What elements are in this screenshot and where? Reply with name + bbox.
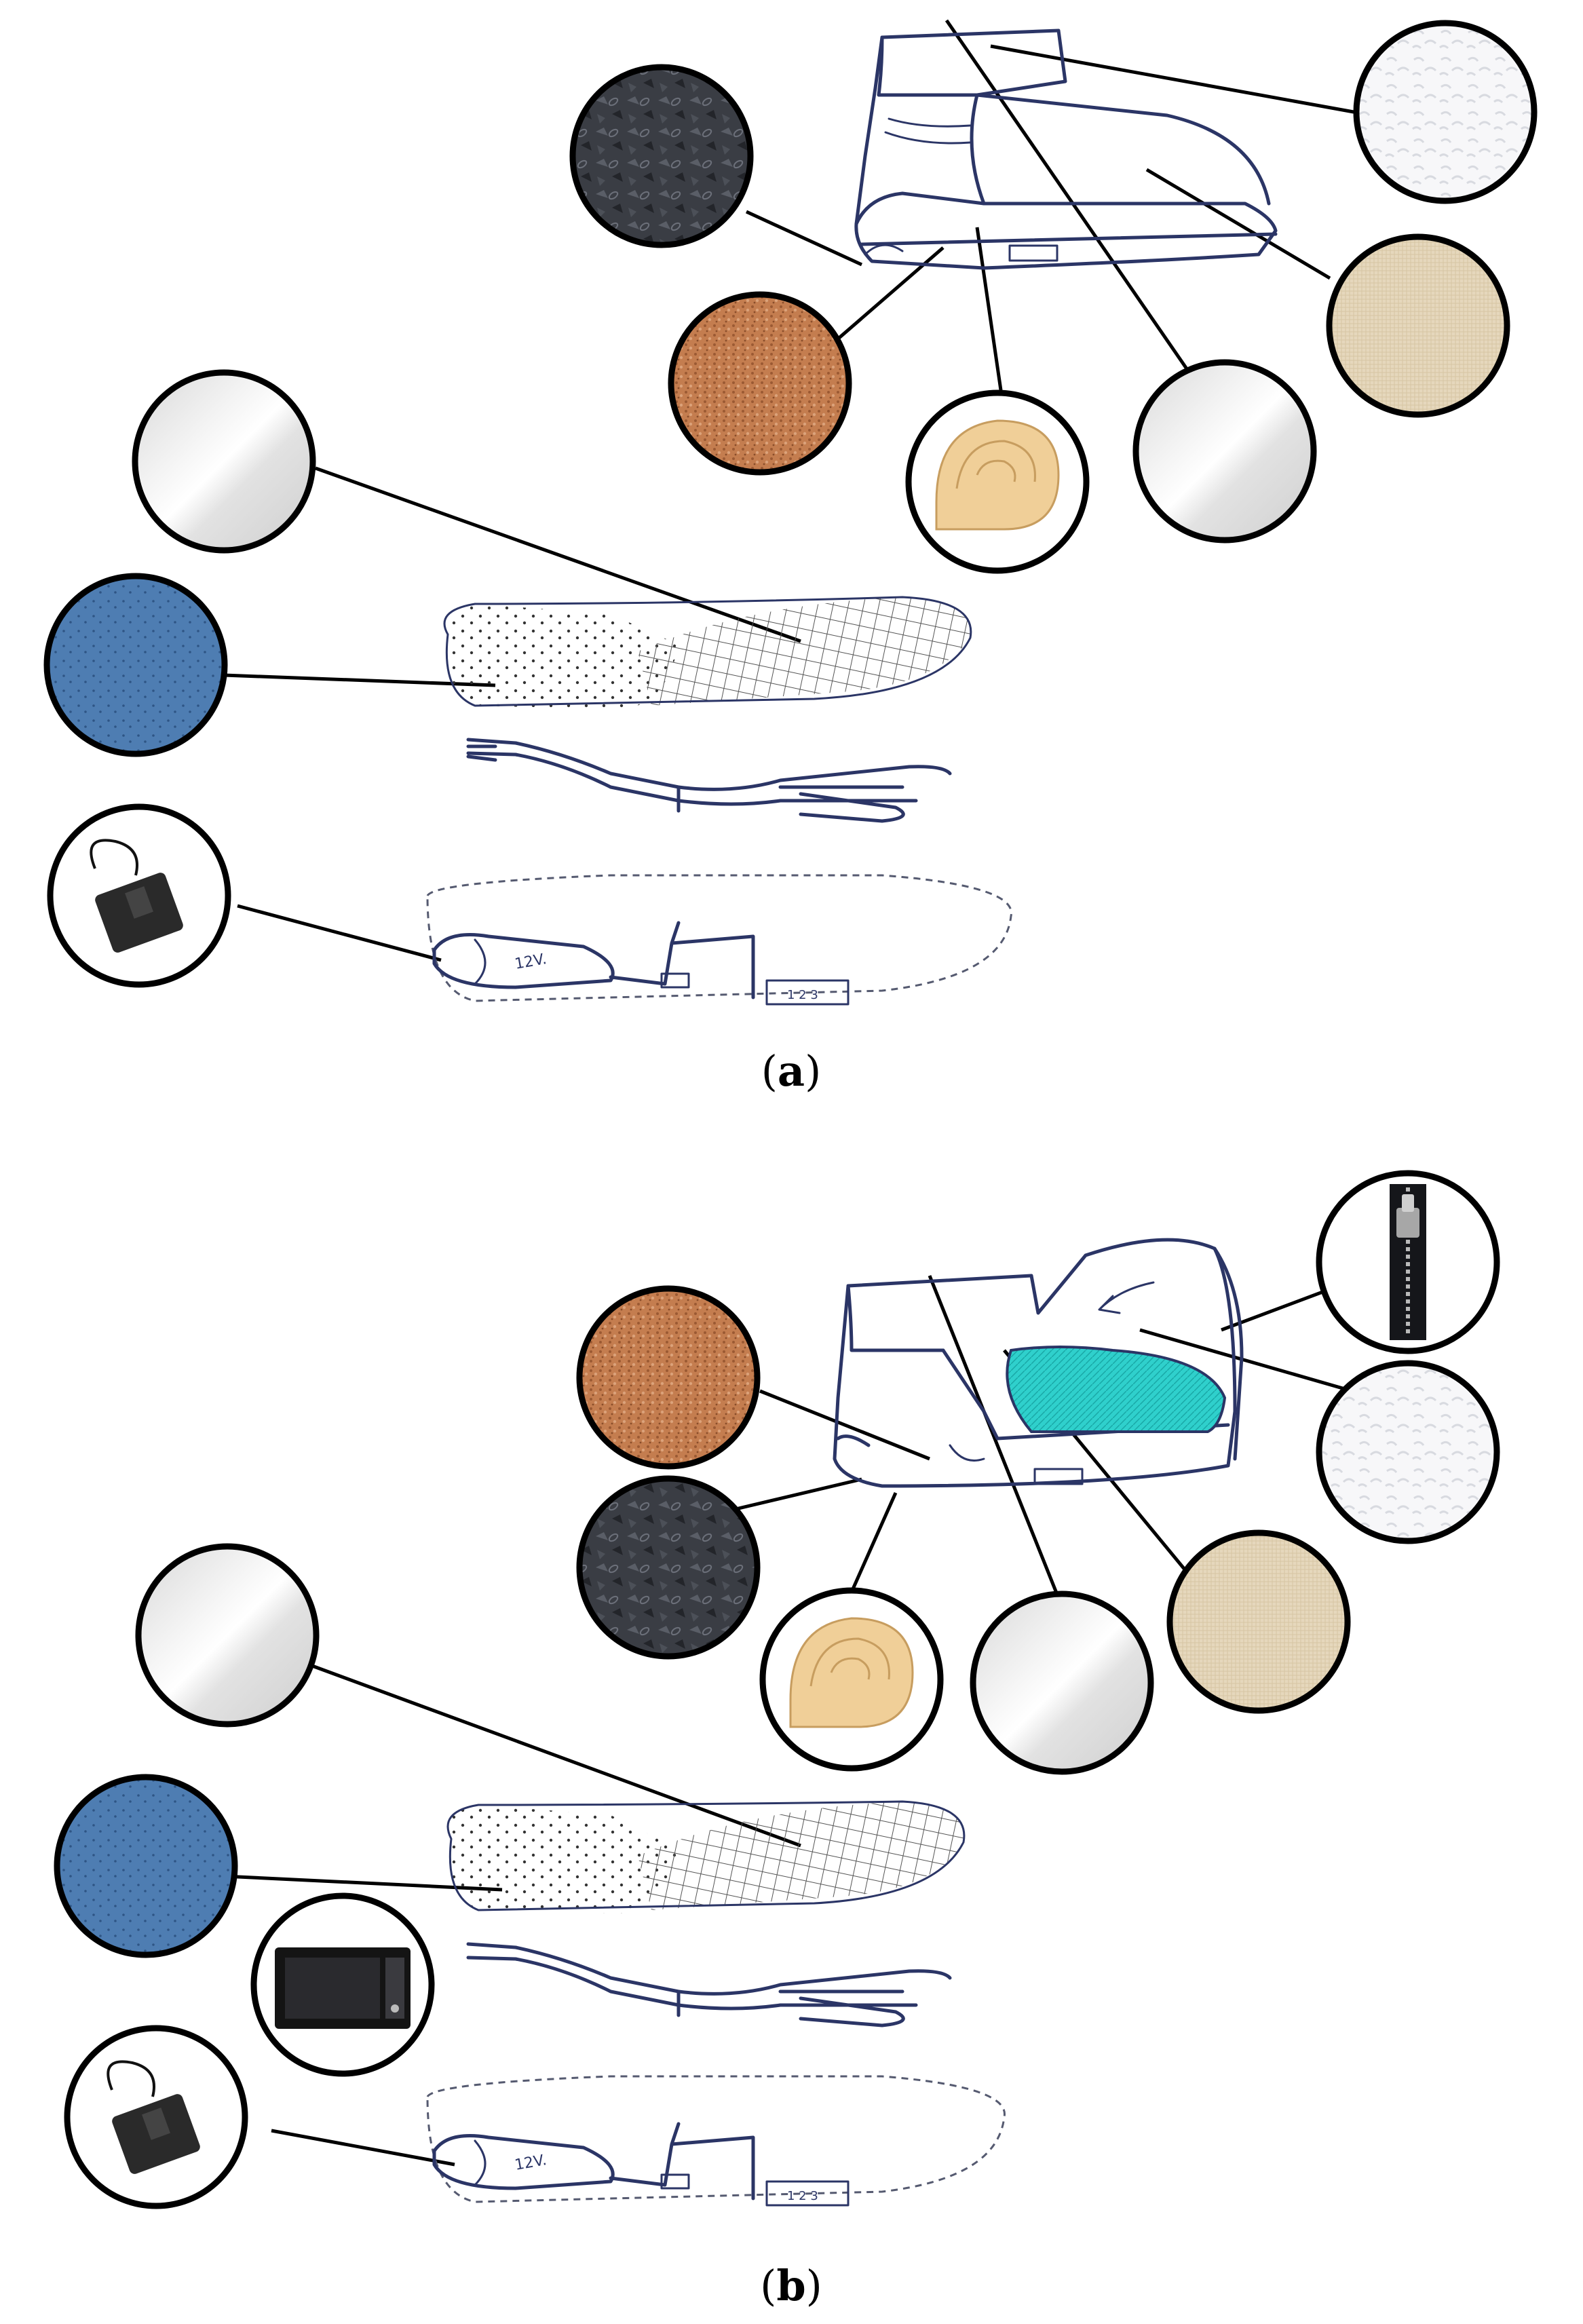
battery-label-a: 12V. (514, 951, 548, 973)
leader-lines-a (223, 19, 1354, 962)
swatch-canvas-a (1326, 233, 1510, 418)
swatch-rubber-sole-a (569, 64, 754, 248)
swatch-canvas-b (1166, 1529, 1351, 1714)
caption-a: (a) (761, 1046, 822, 1096)
swatch-lining-b (970, 1590, 1154, 1775)
battery-base-sketch-b: 12V. 1 2 3 (426, 2075, 1006, 2207)
usb-charger-battery-icon (47, 803, 231, 988)
panel-a: 12V. 1 2 3 (43, 19, 1538, 1096)
swatch-insole-cover-b (135, 1543, 320, 1728)
swatch-absorbent-pad-b (54, 1774, 238, 1958)
battery-base-sketch-a: 12V. 1 2 3 (426, 874, 1012, 1006)
swatch-lining-a (1132, 359, 1317, 544)
heating-element-sketch-a (466, 738, 952, 823)
switch-box-a (765, 979, 850, 1006)
foam-roll-icon-b (759, 1587, 944, 1772)
gel-insert-b (1006, 1346, 1227, 1433)
switch-box-b-boot (1033, 1468, 1084, 1485)
switch-box-b (765, 2180, 850, 2207)
usb-charger-battery-icon-b (64, 2025, 248, 2209)
swatch-insole-cover-a (132, 369, 316, 554)
boot-sketch-a (854, 28, 1278, 270)
insole-sketch-a (443, 596, 972, 710)
boot-sketch-b (833, 1238, 1244, 1488)
switch-label-b: 1 2 3 (787, 2189, 818, 2203)
zipper-icon (1316, 1170, 1500, 1354)
swatch-fleece-b (1316, 1360, 1500, 1544)
swatch-cork-a (668, 291, 852, 476)
battery-label-b: 12V. (514, 2152, 548, 2174)
microwave-oven-icon (250, 1892, 435, 2077)
swatch-cork-b (576, 1285, 761, 1470)
swatch-fleece-a (1353, 20, 1538, 204)
insole-sketch-b (446, 1800, 966, 1914)
heating-element-sketch-b (466, 1942, 952, 2027)
foam-roll-icon (905, 389, 1090, 574)
switch-box-a-boot (1008, 244, 1058, 262)
swatch-rubber-sole-b (576, 1475, 761, 1660)
caption-b: (b) (760, 2261, 822, 2310)
switch-label-a: 1 2 3 (787, 988, 818, 1002)
panel-b: 12V. 1 2 3 (54, 1170, 1500, 2310)
swatch-absorbent-pad-a (43, 573, 228, 757)
